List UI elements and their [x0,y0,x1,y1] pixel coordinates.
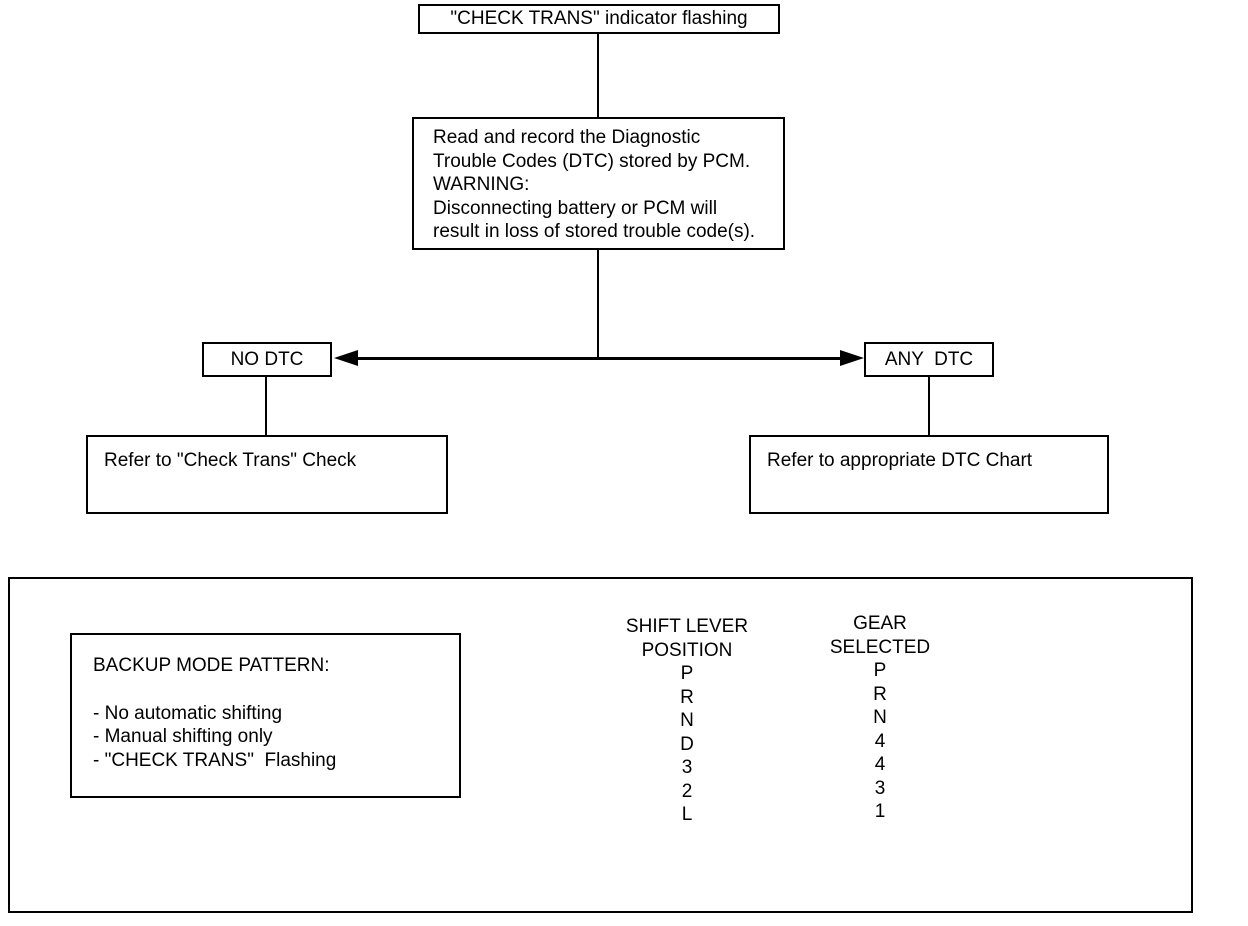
gear-selected-header-line2: SELECTED [829,636,931,658]
any-dtc-label: ANY DTC [884,348,974,370]
gear-selected-value: 4 [874,754,886,775]
shift-lever-value: N [680,710,694,731]
refer-check-trans-label: Refer to "Check Trans" Check [104,450,357,471]
shift-lever-value: 3 [681,757,693,778]
connector-read-to-split-line [597,250,599,358]
read-codes-line: WARNING: [433,174,530,195]
backup-mode-items: - No automatic shifting - Manual shiftin… [93,702,459,773]
backup-mode-item: - Manual shifting only [93,726,273,747]
shift-lever-value: 2 [681,780,693,802]
gear-selected-value: 4 [874,730,886,752]
no-dtc-label: NO DTC [230,348,304,370]
read-codes-line: Disconnecting battery or PCM will [433,197,718,219]
shift-lever-value: R [680,686,694,708]
backup-mode-title: BACKUP MODE PATTERN: [93,655,330,676]
any-dtc-box: ANY DTC [864,342,994,377]
shift-lever-value: L [681,804,693,825]
read-codes-line: Read and record the Diagnostic [433,127,701,148]
shift-lever-header-line2: POSITION [641,639,733,661]
backup-mode-item: - "CHECK TRANS" Flashing [93,749,337,771]
gear-selected-value: R [873,683,887,705]
split-horizontal-line [350,357,850,360]
refer-dtc-chart-label: Refer to appropriate DTC Chart [767,450,1033,471]
start-box: "CHECK TRANS" indicator flashing [418,4,780,34]
gear-selected-value: 1 [874,801,886,822]
shift-lever-column: SHIFT LEVER POSITION P R N D 3 2 L [602,615,772,827]
shift-lever-header-line1: SHIFT LEVER [625,616,749,637]
shift-lever-value: D [680,733,694,755]
connector-arrowhead-right-icon [840,350,864,366]
gear-selected-value: 3 [874,777,886,799]
refer-check-trans-box: Refer to "Check Trans" Check [86,435,448,514]
read-codes-box: Read and record the Diagnostic Trouble C… [412,117,785,250]
read-codes-line: result in loss of stored trouble code(s)… [433,221,756,242]
gear-selected-header-line1: GEAR [853,613,907,634]
backup-mode-box: BACKUP MODE PATTERN: - No automatic shif… [70,633,461,798]
gear-selected-value: P [873,660,887,681]
gear-selected-column: GEAR SELECTED P R N 4 4 3 1 [795,612,965,824]
connector-start-to-read-line [597,33,599,117]
shift-lever-value: P [680,663,694,684]
no-dtc-box: NO DTC [202,342,332,377]
read-codes-line: Trouble Codes (DTC) stored by PCM. [433,150,751,172]
connector-no-dtc-line [265,377,267,435]
connector-arrowhead-left-icon [334,350,358,366]
connector-any-dtc-line [928,377,930,435]
refer-dtc-chart-box: Refer to appropriate DTC Chart [749,435,1109,514]
start-box-label: "CHECK TRANS" indicator flashing [450,8,748,29]
backup-mode-item: - No automatic shifting [93,702,283,724]
gear-selected-value: N [873,707,887,728]
